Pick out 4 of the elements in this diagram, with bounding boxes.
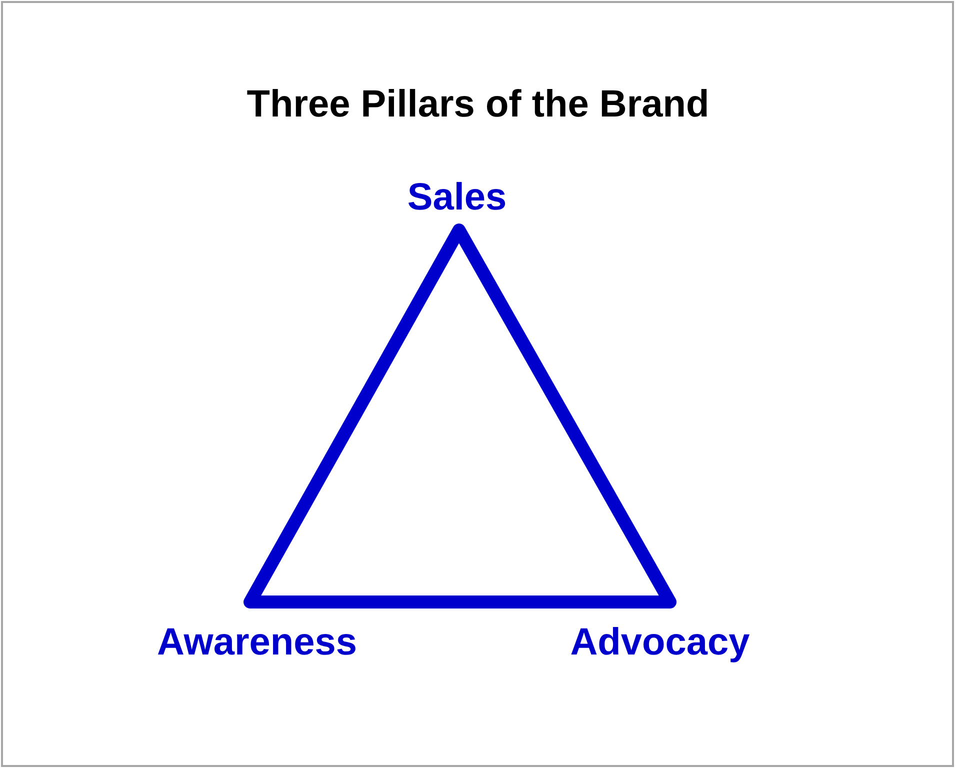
vertex-label: Sales: [407, 176, 507, 220]
vertex-label: Awareness: [157, 620, 357, 666]
diagram-title: Three Pillars of the Brand: [246, 82, 710, 128]
vertex-label: Advocacy: [570, 620, 750, 666]
